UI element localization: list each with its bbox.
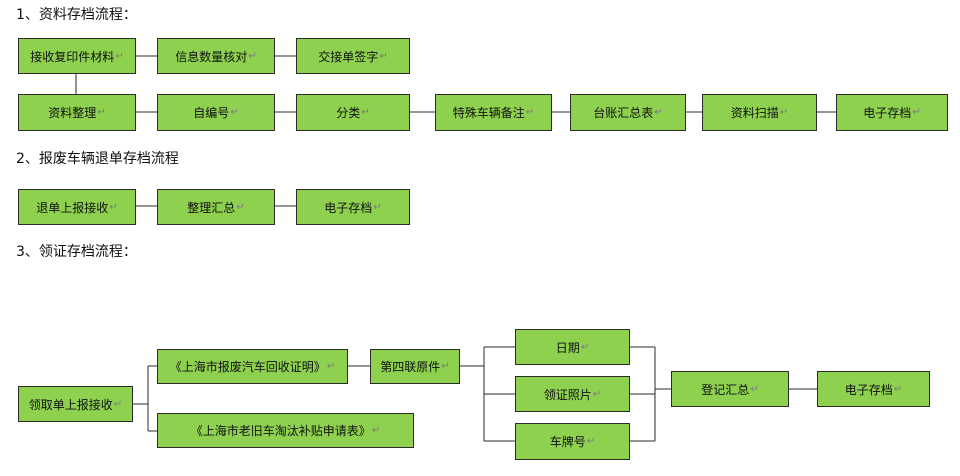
flow-box-electronic-archive-1: 电子存档↵	[836, 94, 948, 131]
flow-box-scan-materials: 资料扫描↵	[702, 94, 817, 131]
flow-box-organize-materials: 资料整理↵	[18, 94, 136, 131]
flow-box-classify: 分类↵	[296, 94, 410, 131]
section-3-heading: 3、领证存档流程：	[16, 244, 137, 260]
flow-box-info-check: 信息数量核对↵	[157, 38, 275, 74]
flow-box-handover-sign: 交接单签字↵	[296, 38, 410, 74]
flow-box-subsidy-application: 《上海市老旧车淘汰补贴申请表》↵	[157, 413, 414, 448]
flow-box-electronic-archive-3: 电子存档↵	[817, 371, 930, 407]
flow-box-organize-summary: 整理汇总↵	[157, 189, 275, 225]
section-2-heading: 2、报废车辆退单存档流程	[16, 151, 179, 167]
flow-box-license-photo: 领证照片↵	[515, 376, 630, 412]
flow-box-register-summary: 登记汇总↵	[671, 371, 789, 407]
flow-box-ledger-summary: 台账汇总表↵	[570, 94, 686, 131]
flow-box-fourth-copy: 第四联原件↵	[370, 349, 460, 384]
flow-box-electronic-archive-2: 电子存档↵	[296, 189, 410, 225]
flow-box-receive-license: 领取单上报接收↵	[18, 386, 133, 422]
flow-box-receive-copies: 接收复印件材料↵	[18, 38, 136, 74]
flow-box-plate-number: 车牌号↵	[515, 423, 630, 460]
section-1-heading: 1、资料存档流程：	[16, 7, 137, 23]
flow-box-date: 日期↵	[515, 329, 630, 365]
flow-box-scrap-certificate: 《上海市报废汽车回收证明》↵	[157, 349, 348, 384]
flow-box-self-numbering: 自编号↵	[157, 94, 275, 131]
flow-box-return-receive: 退单上报接收↵	[18, 189, 136, 225]
flow-box-special-vehicle-note: 特殊车辆备注↵	[435, 94, 552, 131]
